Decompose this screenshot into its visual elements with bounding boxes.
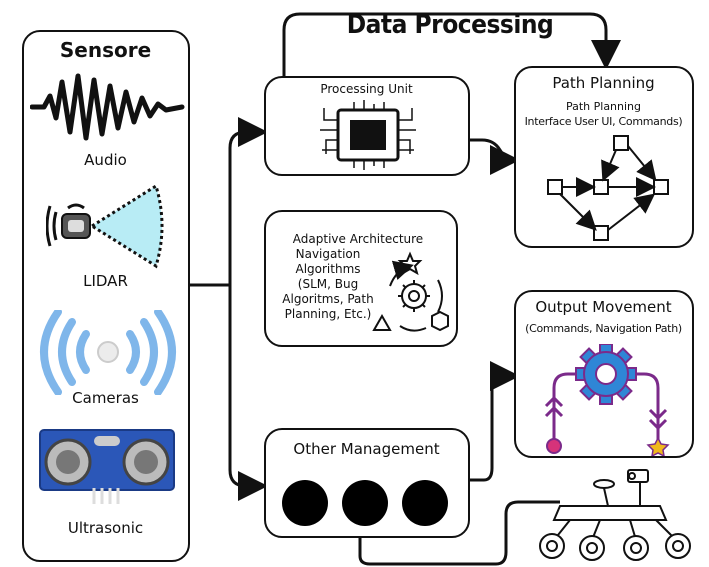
adaptive-architecture-box: Adaptive Architecture Navigation Algorit… — [264, 210, 458, 347]
path-graph-icon — [547, 135, 669, 241]
processing-unit-label: Processing Unit — [320, 82, 413, 96]
adaptive-line: Planning, Etc.) — [284, 307, 372, 321]
path-planning-subtitle: Path Planning — [565, 100, 642, 113]
audio-waveform-icon — [30, 73, 185, 141]
path-planning-title: Path Planning — [552, 74, 655, 92]
adaptive-gear-cycle-icon — [372, 251, 449, 332]
output-movement-box: Output Movement (Commands, Navigation Pa… — [514, 290, 694, 458]
page-title: Data Processing — [346, 10, 554, 40]
rover-illustration — [539, 469, 691, 561]
sensors-panel: Sensore Audio LIDAR Cameras — [22, 30, 190, 562]
lidar-icon — [46, 183, 164, 269]
output-movement-subtitle: (Commands, Navigation Path) — [525, 322, 682, 335]
camera-signal-icon — [40, 310, 176, 395]
path-planning-box: Path Planning Path Planning Interface Us… — [514, 66, 694, 248]
adaptive-line: Algoritms, Path — [282, 292, 374, 306]
adaptive-line: Algorithms — [295, 262, 361, 276]
path-planning-detail: Interface User UI, Commands) — [524, 115, 683, 128]
management-dot — [402, 480, 448, 526]
sensor-label-cameras: Cameras — [72, 389, 139, 407]
management-dot — [342, 480, 388, 526]
adaptive-line: (SLM, Bug — [297, 277, 359, 291]
ultrasonic-sensor-icon — [39, 429, 175, 504]
adaptive-architecture-text: Adaptive Architecture Navigation Algorit… — [278, 232, 438, 322]
sensor-label-ultrasonic: Ultrasonic — [67, 519, 144, 537]
sensor-label-audio: Audio — [84, 151, 127, 169]
output-gear-path-icon — [544, 344, 670, 456]
management-dot — [282, 480, 328, 526]
output-movement-title: Output Movement — [535, 298, 672, 316]
sensors-heading: Sensore — [59, 38, 152, 62]
adaptive-line: Navigation — [295, 247, 361, 261]
processing-unit-box: Processing Unit — [264, 76, 470, 176]
sensor-label-lidar: LIDAR — [83, 272, 128, 290]
other-management-label: Other Management — [293, 440, 440, 458]
other-management-box: Other Management — [264, 428, 470, 538]
adaptive-line: Adaptive Architecture — [292, 232, 424, 246]
processor-chip-icon — [320, 100, 416, 170]
